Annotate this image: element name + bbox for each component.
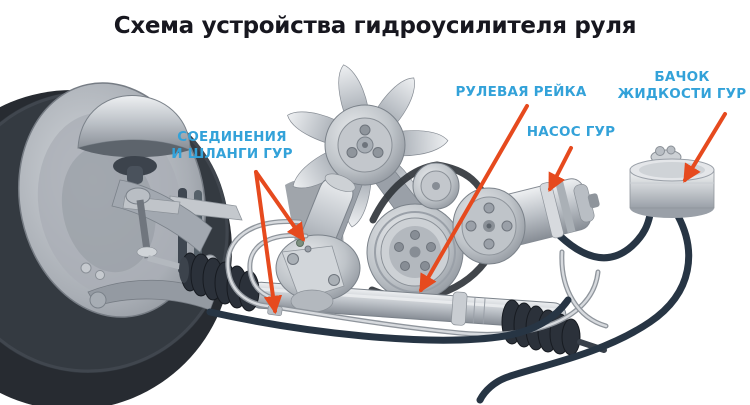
label-connections-and-hoses: СОЕДИНЕНИЯ И ШЛАНГИ ГУР bbox=[152, 129, 312, 163]
label-connections-line2: И ШЛАНГИ ГУР bbox=[171, 146, 293, 162]
power-steering-pump bbox=[452, 178, 600, 265]
callout-arrows bbox=[254, 104, 727, 315]
crank-pulley bbox=[366, 203, 464, 301]
arrow-steering-rack bbox=[419, 104, 529, 293]
control-arm bbox=[87, 279, 217, 311]
pinion-housing bbox=[275, 173, 361, 313]
arrow-connections-lower bbox=[254, 170, 283, 315]
pump-pulley bbox=[452, 187, 526, 265]
label-reservoir-line1: БАЧОК bbox=[654, 69, 710, 85]
label-reservoir-line2: ЖИДКОСТИ ГУР bbox=[617, 86, 747, 102]
wheel-and-brake-assembly bbox=[0, 82, 243, 405]
idler-pulley bbox=[412, 162, 460, 210]
arrow-reservoir bbox=[683, 112, 727, 183]
arrow-connections-upper bbox=[254, 170, 305, 242]
label-fluid-reservoir: БАЧОК ЖИДКОСТИ ГУР bbox=[604, 69, 750, 103]
label-connections-line1: СОЕДИНЕНИЯ bbox=[177, 129, 287, 145]
steel-lines bbox=[225, 219, 609, 337]
arrow-pump bbox=[548, 146, 573, 192]
label-pump: НАСОС ГУР bbox=[526, 124, 616, 140]
diagram-title: Схема устройства гидроусилителя руля bbox=[113, 13, 637, 39]
fluid-reservoir bbox=[629, 145, 715, 218]
label-steering-rack: РУЛЕВАЯ РЕЙКА bbox=[455, 84, 587, 100]
